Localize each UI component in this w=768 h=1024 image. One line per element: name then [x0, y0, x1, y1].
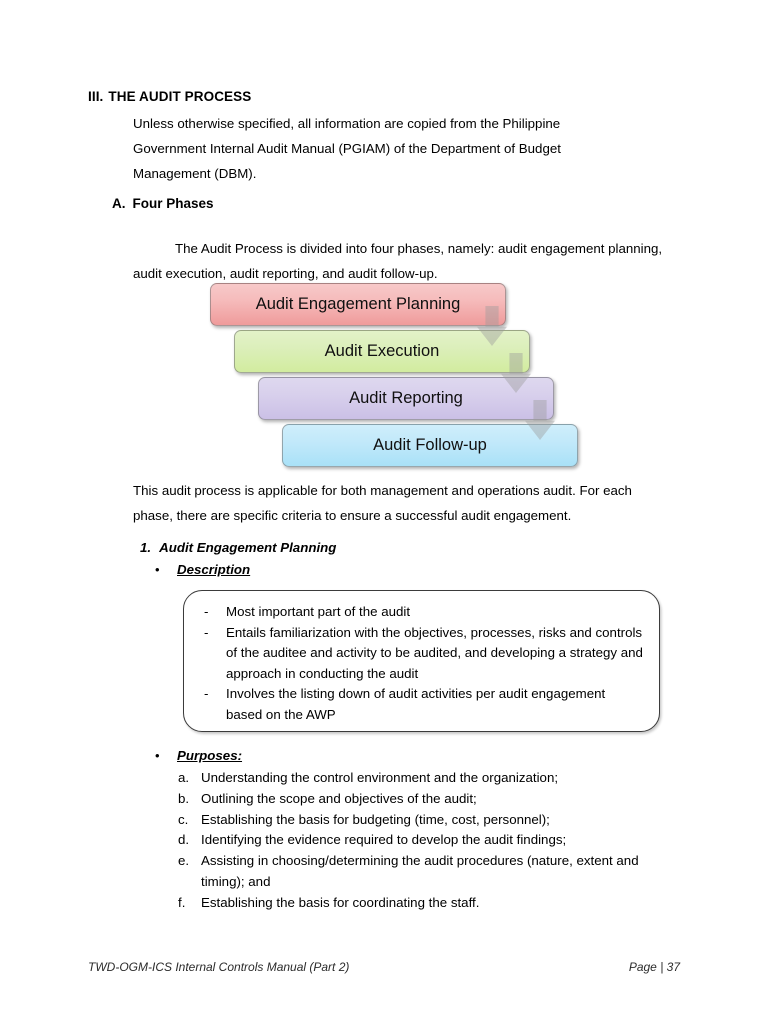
- subsection-letter: A.: [112, 196, 126, 211]
- list-item: c. Establishing the basis for budgeting …: [178, 810, 678, 831]
- purpose-text: Understanding the control environment an…: [201, 770, 559, 785]
- phase-label: Audit Execution: [324, 342, 440, 360]
- purpose-letter: d.: [178, 832, 190, 848]
- audit-phases-diagram: Audit Engagement Planning Audit Executio…: [205, 278, 595, 476]
- purpose-text: Establishing the basis for coordinating …: [201, 894, 480, 910]
- dash-icon: -: [204, 604, 209, 619]
- list-item: b. Outlining the scope and objectives of…: [178, 789, 678, 810]
- purpose-letter: e.: [178, 853, 190, 869]
- four-phases-paragraph: The Audit Process is divided into four p…: [133, 236, 673, 286]
- dash-icon: -: [204, 686, 209, 702]
- list-item: a. Understanding the control environment…: [178, 768, 678, 789]
- description-point-text: Entails familiarization with the objecti…: [226, 624, 643, 681]
- phase-box-audit-execution: Audit Execution: [234, 330, 530, 373]
- purposes-label: Purposes:: [177, 748, 243, 763]
- section-heading: III. THE AUDIT PROCESS: [88, 89, 251, 104]
- description-point-text: Most important part of the audit: [226, 604, 411, 619]
- bullet-purposes: • Purposes:: [155, 748, 242, 763]
- footer-left-text: TWD-OGM-ICS Internal Controls Manual (Pa…: [88, 960, 350, 974]
- phase-box-audit-engagement-planning: Audit Engagement Planning: [210, 283, 506, 326]
- description-point-text: Involves the listing down of audit activ…: [226, 686, 606, 722]
- description-list: - Most important part of the audit - Ent…: [204, 602, 644, 726]
- bullet-icon: •: [155, 748, 160, 763]
- purpose-letter: c.: [178, 811, 189, 827]
- phase-box-audit-reporting: Audit Reporting: [258, 377, 554, 420]
- four-phases-paragraph-text: The Audit Process is divided into four p…: [133, 241, 663, 281]
- purpose-text: Outlining the scope and objectives of th…: [201, 790, 477, 806]
- subsection-title: Four Phases: [132, 196, 214, 211]
- list-item: e. Assisting in choosing/determining the…: [178, 851, 678, 893]
- phase-label: Audit Engagement Planning: [255, 295, 461, 313]
- description-box: - Most important part of the audit - Ent…: [183, 590, 660, 732]
- phase-label: Audit Reporting: [349, 389, 463, 407]
- dash-icon: -: [204, 624, 209, 640]
- purpose-text: Establishing the basis for budgeting (ti…: [201, 811, 550, 827]
- footer-page-number: Page | 37: [628, 960, 680, 974]
- section-intro-paragraph: Unless otherwise specified, all informat…: [133, 116, 561, 181]
- purpose-letter: f.: [178, 894, 186, 910]
- description-label: Description: [177, 562, 251, 577]
- phase-box-audit-follow-up: Audit Follow-up: [282, 424, 578, 467]
- page-footer: TWD-OGM-ICS Internal Controls Manual (Pa…: [88, 960, 680, 974]
- list-item: - Involves the listing down of audit act…: [204, 684, 644, 725]
- subsection-heading: A. Four Phases: [112, 196, 214, 211]
- purpose-letter: b.: [178, 790, 190, 806]
- section-title: THE AUDIT PROCESS: [108, 89, 252, 104]
- item-number: 1.: [140, 540, 152, 555]
- item-heading-audit-engagement-planning: 1. Audit Engagement Planning: [140, 540, 336, 555]
- list-item: - Entails familiarization with the objec…: [204, 623, 644, 685]
- list-item: d. Identifying the evidence required to …: [178, 830, 678, 851]
- bullet-icon: •: [155, 562, 160, 577]
- purpose-text: Identifying the evidence required to dev…: [201, 832, 567, 848]
- bullet-description: • Description: [155, 562, 415, 577]
- purpose-letter: a.: [178, 770, 190, 785]
- phase-label: Audit Follow-up: [373, 436, 487, 454]
- item-title: Audit Engagement Planning: [159, 540, 337, 555]
- applicability-paragraph: This audit process is applicable for bot…: [133, 483, 632, 523]
- list-item: - Most important part of the audit: [204, 602, 644, 623]
- list-item: f. Establishing the basis for coordinati…: [178, 893, 678, 914]
- purposes-list: a. Understanding the control environment…: [178, 768, 678, 914]
- purpose-text: Assisting in choosing/determining the au…: [201, 853, 639, 889]
- section-number: III.: [88, 89, 104, 104]
